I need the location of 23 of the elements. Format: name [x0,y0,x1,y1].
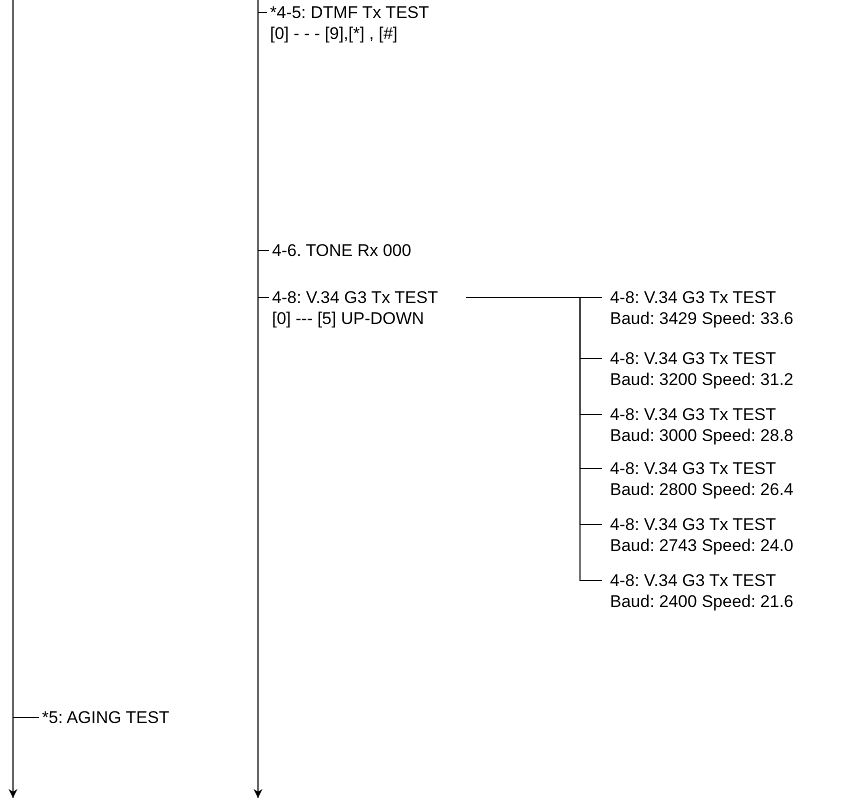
menu-item-detail: Baud: 3429 Speed: 33.6 [610,308,794,329]
menu-item-label: 4-8: V.34 G3 Tx TEST [610,404,776,425]
connector-line [13,716,39,718]
menu-item-label: 4-8: V.34 G3 Tx TEST [610,348,776,369]
menu-item-label: 4-8: V.34 G3 Tx TEST [610,458,776,479]
menu-item-detail: Baud: 2400 Speed: 21.6 [610,591,794,612]
menu-item-detail: Baud: 2800 Speed: 26.4 [610,479,794,500]
menu-item-label: *5: AGING TEST [42,707,170,728]
menu-item-label: 4-8: V.34 G3 Tx TEST [272,287,438,308]
menu-item-label: 4-8: V.34 G3 Tx TEST [610,570,776,591]
menu-item-label: 4-8: V.34 G3 Tx TEST [610,514,776,535]
menu-item-detail: Baud: 3000 Speed: 28.8 [610,425,794,446]
menu-item-detail: [0] - - - [9],[*] , [#] [270,23,398,44]
menu-item-label: 4-6. TONE Rx 000 [272,240,412,261]
connector-line [258,250,269,252]
connector-line [258,12,267,14]
menu-item-label: *4-5: DTMF Tx TEST [270,2,430,23]
menu-item-detail: Baud: 3200 Speed: 31.2 [610,369,794,390]
connector-line [466,296,602,582]
menu-item-label: 4-8: V.34 G3 Tx TEST [610,287,776,308]
menu-item-detail: Baud: 2743 Speed: 24.0 [610,535,794,556]
connector-line [258,296,269,298]
menu-item-detail: [0] --- [5] UP-DOWN [272,308,424,329]
